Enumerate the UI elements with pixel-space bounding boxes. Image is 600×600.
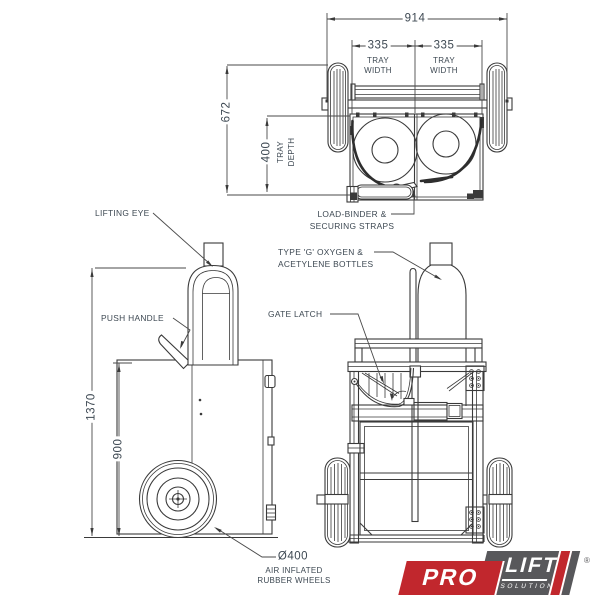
dim-tray-width-left: 335 [365, 39, 391, 52]
securing-strap-right [423, 118, 483, 184]
wheel-diameter: Ø400 [277, 550, 309, 563]
dim-overall-depth: 672 [220, 99, 233, 125]
top-view [321, 62, 513, 203]
push-handle-label: PUSH HANDLE [101, 313, 164, 323]
wheel-note-2: RUBBER WHEELS [257, 576, 331, 585]
load-binder-label-2: SECURING STRAPS [309, 220, 395, 231]
front-left-wheel [316, 457, 351, 548]
dim-tray-width-right: 335 [431, 39, 457, 52]
tray-width-label-left-2: WIDTH [364, 66, 392, 75]
dim-body-height: 900 [112, 436, 125, 462]
tray-depth-label-1: TRAY [276, 141, 285, 163]
tray-width-label-left-1: TRAY [367, 56, 389, 65]
bolt-plate-upper [465, 365, 485, 392]
dim-tray-depth: 400 [260, 139, 273, 165]
leader-lines [152, 189, 442, 558]
logo-pro-block: PRO [398, 561, 505, 595]
bottles-label-1: TYPE 'G' OXYGEN & [278, 247, 364, 257]
push-handle [158, 334, 191, 370]
wheel-note-1: AIR INFLATED [265, 566, 323, 575]
lifting-eye-label: LIFTING EYE [95, 208, 150, 218]
logo-solutions-text: SOLUTIONS [499, 583, 563, 590]
dim-overall-height: 1370 [85, 391, 98, 423]
gate-latch-label: GATE LATCH [268, 309, 323, 319]
logo-lift-text: LIFT [501, 554, 561, 581]
tray-width-label-right-2: WIDTH [430, 66, 458, 75]
load-binder [346, 181, 418, 203]
dim-overall-width: 914 [402, 12, 428, 25]
side-wheel [138, 459, 218, 539]
registered-trademark-symbol: ® [584, 556, 590, 565]
side-view [84, 242, 278, 539]
gas-bottle [417, 242, 467, 406]
tray-width-label-right-1: TRAY [433, 56, 455, 65]
tray-depth-label-2: DEPTH [287, 137, 296, 167]
gate-latch-block [403, 397, 463, 421]
top-view-left-wheel [327, 62, 349, 153]
prolift-logo: LIFT SOLUTIONS PRO ® [396, 550, 596, 596]
gate-latch-arm [350, 367, 415, 408]
top-view-right-wheel [486, 62, 508, 153]
front-view [316, 242, 513, 548]
logo-pro-text: PRO [419, 564, 482, 590]
bottles-label-2: ACETYLENE BOTTLES [278, 259, 374, 269]
front-right-wheel [482, 457, 513, 548]
load-binder-label-1: LOAD-BINDER & [317, 208, 387, 219]
bolt-plate-lower [465, 506, 485, 534]
lifting-eye-hoop [187, 264, 239, 366]
